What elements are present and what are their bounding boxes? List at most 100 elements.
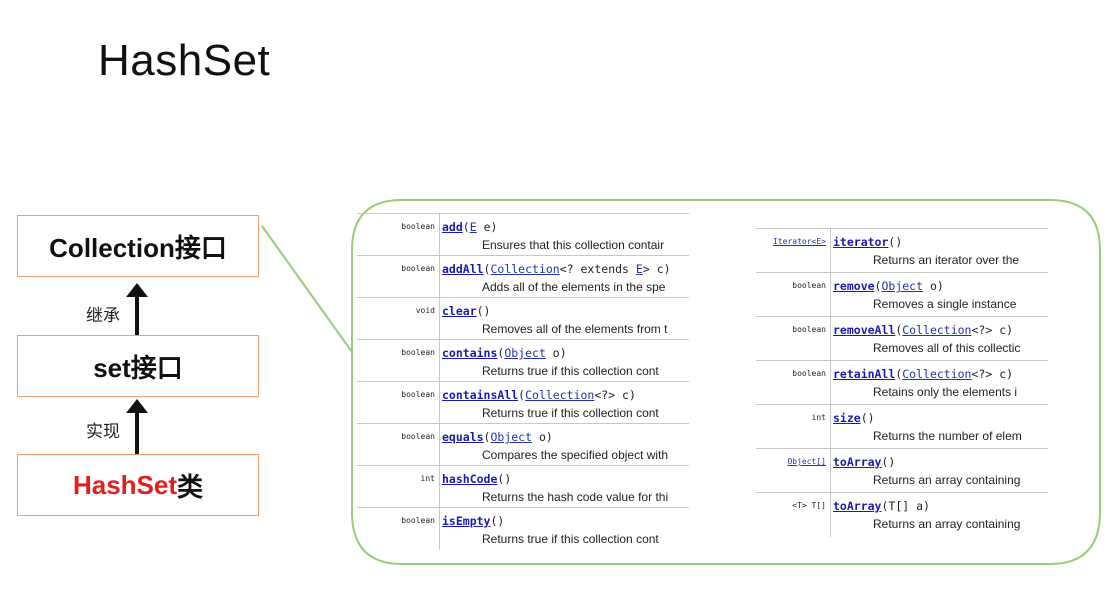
method-params: o) [923, 279, 944, 293]
method-params: e) [476, 220, 498, 234]
param-type-link[interactable]: E [469, 220, 477, 234]
param-type-link[interactable]: Collection [490, 262, 560, 276]
method-params: () [490, 514, 505, 528]
method-signature: add(E e) [442, 220, 497, 234]
method-description: Removes a single instance [873, 297, 1017, 311]
collection-interface-label: Collection接口 [49, 232, 227, 263]
method-params: () [860, 411, 875, 425]
method-row: boolean remove(Object o) Removes a single … [756, 272, 1048, 317]
param-type-link[interactable]: Object [504, 346, 546, 360]
method-row: boolean containsAll(Collection<?> c) Retur… [357, 381, 689, 424]
method-description: Adds all of the elements in the spe [482, 280, 666, 294]
method-params: > c) [642, 262, 671, 276]
column-divider [830, 317, 831, 361]
param-type-link[interactable]: Object [881, 279, 924, 293]
method-name-link[interactable]: contains [442, 346, 498, 360]
inherit-arrow [135, 295, 139, 335]
method-description: Returns true if this collection cont [482, 364, 659, 378]
method-name-link[interactable]: addAll [442, 262, 484, 276]
method-signature: toArray() [833, 455, 895, 469]
method-params: o) [545, 346, 567, 360]
arrow-up-icon [126, 283, 148, 297]
method-row: <T> T[] toArray(T[] a) Returns an array co… [756, 492, 1048, 537]
method-params: ( [462, 220, 470, 234]
method-name-link[interactable]: removeAll [833, 323, 896, 337]
method-description: Removes all of this collectic [873, 341, 1021, 355]
return-type[interactable]: Iterator<E> [773, 237, 826, 246]
method-params: <? extends [559, 262, 636, 276]
method-name-link[interactable]: remove [833, 279, 875, 293]
inherit-label: 继承 [86, 306, 120, 325]
method-params: () [888, 235, 903, 249]
method-name-link[interactable]: toArray [833, 455, 882, 469]
method-params: ( [497, 346, 505, 360]
method-row: boolean contains(Object o) Returns true if… [357, 339, 689, 382]
method-description: Returns the number of elem [873, 429, 1022, 443]
method-name-link[interactable]: iterator [833, 235, 889, 249]
method-row: Object[]toArray()Returns an array contai… [756, 448, 1048, 493]
param-type-link[interactable]: Collection [902, 323, 972, 337]
method-description: Returns an iterator over the [873, 253, 1020, 267]
method-name-link[interactable]: size [833, 411, 861, 425]
return-type: boolean [401, 222, 435, 231]
column-divider [439, 256, 440, 298]
method-name-link[interactable]: retainAll [833, 367, 896, 381]
method-description: Returns true if this collection cont [482, 406, 659, 420]
arrow-up-icon [126, 399, 148, 413]
param-type-link[interactable]: Collection [902, 367, 972, 381]
column-divider [439, 214, 440, 256]
method-name-link[interactable]: add [442, 220, 463, 234]
param-type-link[interactable]: Collection [525, 388, 595, 402]
method-signature: removeAll(Collection<?> c) [833, 323, 1013, 337]
method-params: <?> c) [971, 367, 1014, 381]
method-description: Ensures that this collection contair [482, 238, 665, 252]
return-type: boolean [792, 281, 826, 290]
return-type: boolean [401, 390, 435, 399]
method-params: () [476, 304, 491, 318]
method-params: ( [483, 430, 491, 444]
method-signature: equals(Object o) [442, 430, 553, 444]
method-params: o) [532, 430, 553, 444]
method-params: ( [874, 279, 882, 293]
method-signature: containsAll(Collection<?> c) [442, 388, 636, 402]
method-description: Compares the specified object with [482, 448, 669, 462]
implement-label: 实现 [86, 422, 120, 441]
method-name-link[interactable]: containsAll [442, 388, 519, 402]
method-description: Removes all of the elements from t [482, 322, 668, 336]
method-params: () [497, 472, 512, 486]
method-name-link[interactable]: isEmpty [442, 514, 491, 528]
return-type: <T> T[] [792, 501, 826, 510]
method-name-link[interactable]: equals [442, 430, 484, 444]
method-description: Returns an array containing [873, 517, 1021, 531]
column-divider [439, 382, 440, 424]
method-row: boolean add(E e) Ensures that this collect… [357, 213, 689, 256]
set-interface-label: set接口 [93, 352, 183, 383]
return-type[interactable]: Object[] [787, 457, 826, 466]
hashset-class-name: HashSet [72, 469, 178, 500]
method-signature: size() [833, 411, 875, 425]
method-signature: isEmpty() [442, 514, 504, 528]
method-params: ( [483, 262, 491, 276]
return-type: boolean [401, 516, 435, 525]
method-name-link[interactable]: toArray [833, 499, 882, 513]
method-row: Iterator<E> iterator() Returns an iterator… [756, 228, 1048, 273]
method-name-link[interactable]: clear [442, 304, 477, 318]
column-divider [439, 340, 440, 382]
return-type: int [811, 413, 826, 422]
method-params: () [881, 455, 896, 469]
param-type-link[interactable]: E [635, 262, 643, 276]
method-name-link[interactable]: hashCode [442, 472, 498, 486]
param-type-link[interactable]: Object [490, 430, 533, 444]
method-signature: toArray(T[] a) [833, 499, 930, 513]
return-type: boolean [401, 348, 435, 357]
return-type: boolean [401, 264, 435, 273]
column-divider [830, 361, 831, 405]
column-divider [439, 424, 440, 466]
column-divider [439, 298, 440, 340]
